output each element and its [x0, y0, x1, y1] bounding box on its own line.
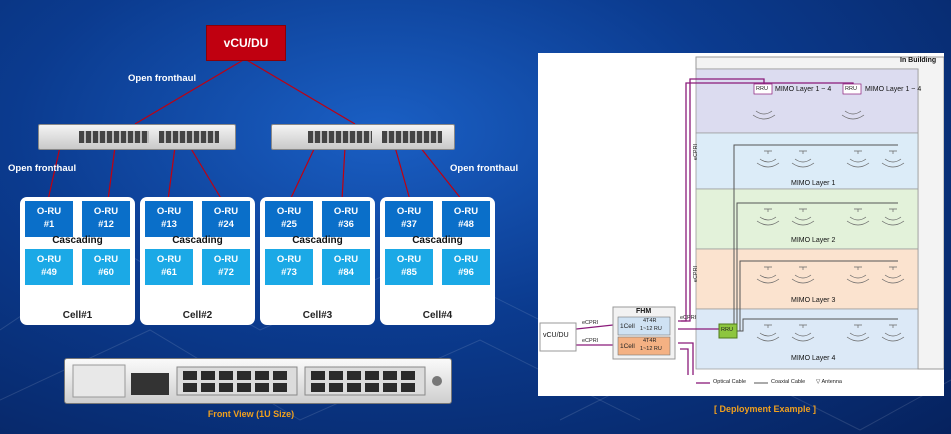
mimo-layer-2: MIMO Layer 2 [791, 237, 836, 244]
rru-label-top-a: RRU [756, 86, 768, 92]
fhm-front-view-device [64, 358, 452, 404]
ru-a-line1: 4T4R [643, 318, 657, 324]
ru-b-line2: 1~12 RU [640, 346, 662, 352]
cell-b-label: 1Cell [620, 343, 635, 350]
ecpri-vertical-b: eCPRI [693, 265, 700, 283]
rru-label-green: RRU [721, 327, 733, 333]
oru-box: O-RU#85 [385, 249, 433, 285]
legend-optical: Optical Cable [713, 379, 747, 385]
oru-box: O-RU#49 [25, 249, 73, 285]
fronthaul-switch-2 [271, 124, 455, 150]
in-building-label: In Building [900, 57, 937, 64]
cell-name: Cell#2 [182, 310, 213, 321]
vcu-du-small: vCU/DU [543, 332, 569, 339]
oru-box: O-RU#61 [145, 249, 193, 285]
fhm-label: FHM [636, 308, 652, 315]
legend-coaxial: Coaxial Cable [771, 379, 806, 385]
mimo-layer-4: MIMO Layer 4 [791, 355, 836, 362]
cell-name: Cell#3 [302, 310, 333, 321]
ecpri-vertical-a: eCPRI [693, 143, 700, 161]
cascading-label: Cascading [172, 235, 223, 246]
oru-box: O-RU#25 [265, 201, 313, 237]
ecpri-label-c: eCPRI [680, 315, 697, 321]
oru-box: O-RU#24 [202, 201, 250, 237]
mimo-layer-3: MIMO Layer 3 [791, 297, 836, 304]
oru-box: O-RU#72 [202, 249, 250, 285]
oru-box: O-RU#60 [82, 249, 130, 285]
open-fronthaul-label-top: Open fronthaul [128, 73, 197, 84]
cell-name: Cell#4 [422, 310, 453, 321]
open-fronthaul-label-left: Open fronthaul [8, 163, 77, 174]
open-fronthaul-label-right: Open fronthaul [450, 163, 519, 174]
cell-box-2: O-RU#13 O-RU#24 Cascading O-RU#61 O-RU#7… [140, 197, 255, 325]
cascading-label: Cascading [52, 235, 103, 246]
device-ports-drawing [72, 364, 442, 398]
vcu-du-box: vCU/DU [206, 25, 286, 61]
front-view-caption: Front View (1U Size) [207, 409, 295, 419]
cascading-label: Cascading [412, 235, 463, 246]
deployment-panel: In Building RRU RRU MIMO Layer 1 ~ 4 MIM… [538, 53, 944, 396]
cascading-label: Cascading [292, 235, 343, 246]
deployment-caption: [ Deployment Example ] [713, 404, 817, 414]
cell-a-label: 1Cell [620, 323, 635, 330]
oru-box: O-RU#37 [385, 201, 433, 237]
antenna-icon: ▽ [816, 379, 821, 385]
cell-box-1: O-RU#1 O-RU#12 Cascading O-RU#49 O-RU#60… [20, 197, 135, 325]
fronthaul-switch-1 [38, 124, 236, 150]
cell-box-3: O-RU#25 O-RU#36 Cascading O-RU#73 O-RU#8… [260, 197, 375, 325]
cell-name: Cell#1 [62, 310, 93, 321]
ru-b-line1: 4T4R [643, 338, 657, 344]
oru-box: O-RU#1 [25, 201, 73, 237]
oru-box: O-RU#84 [322, 249, 370, 285]
oru-box: O-RU#73 [265, 249, 313, 285]
oru-box: O-RU#48 [442, 201, 490, 237]
mimo-top-a: MIMO Layer 1 ~ 4 [775, 86, 832, 93]
oru-box: O-RU#13 [145, 201, 193, 237]
legend-antenna-text: Antenna [821, 379, 842, 385]
cell-box-4: O-RU#37 O-RU#48 Cascading O-RU#85 O-RU#9… [380, 197, 495, 325]
deployment-drawing [539, 56, 944, 384]
oru-box: O-RU#36 [322, 201, 370, 237]
ecpri-label-b: eCPRI [582, 338, 599, 344]
ecpri-label-a: eCPRI [582, 320, 599, 326]
mimo-top-b: MIMO Layer 1 ~ 4 [865, 86, 922, 93]
oru-box: O-RU#12 [82, 201, 130, 237]
legend-antenna: ▽ Antenna [816, 379, 842, 385]
oru-box: O-RU#96 [442, 249, 490, 285]
rru-label-top-b: RRU [845, 86, 857, 92]
ru-a-line2: 1~12 RU [640, 326, 662, 332]
mimo-layer-1: MIMO Layer 1 [791, 180, 836, 187]
